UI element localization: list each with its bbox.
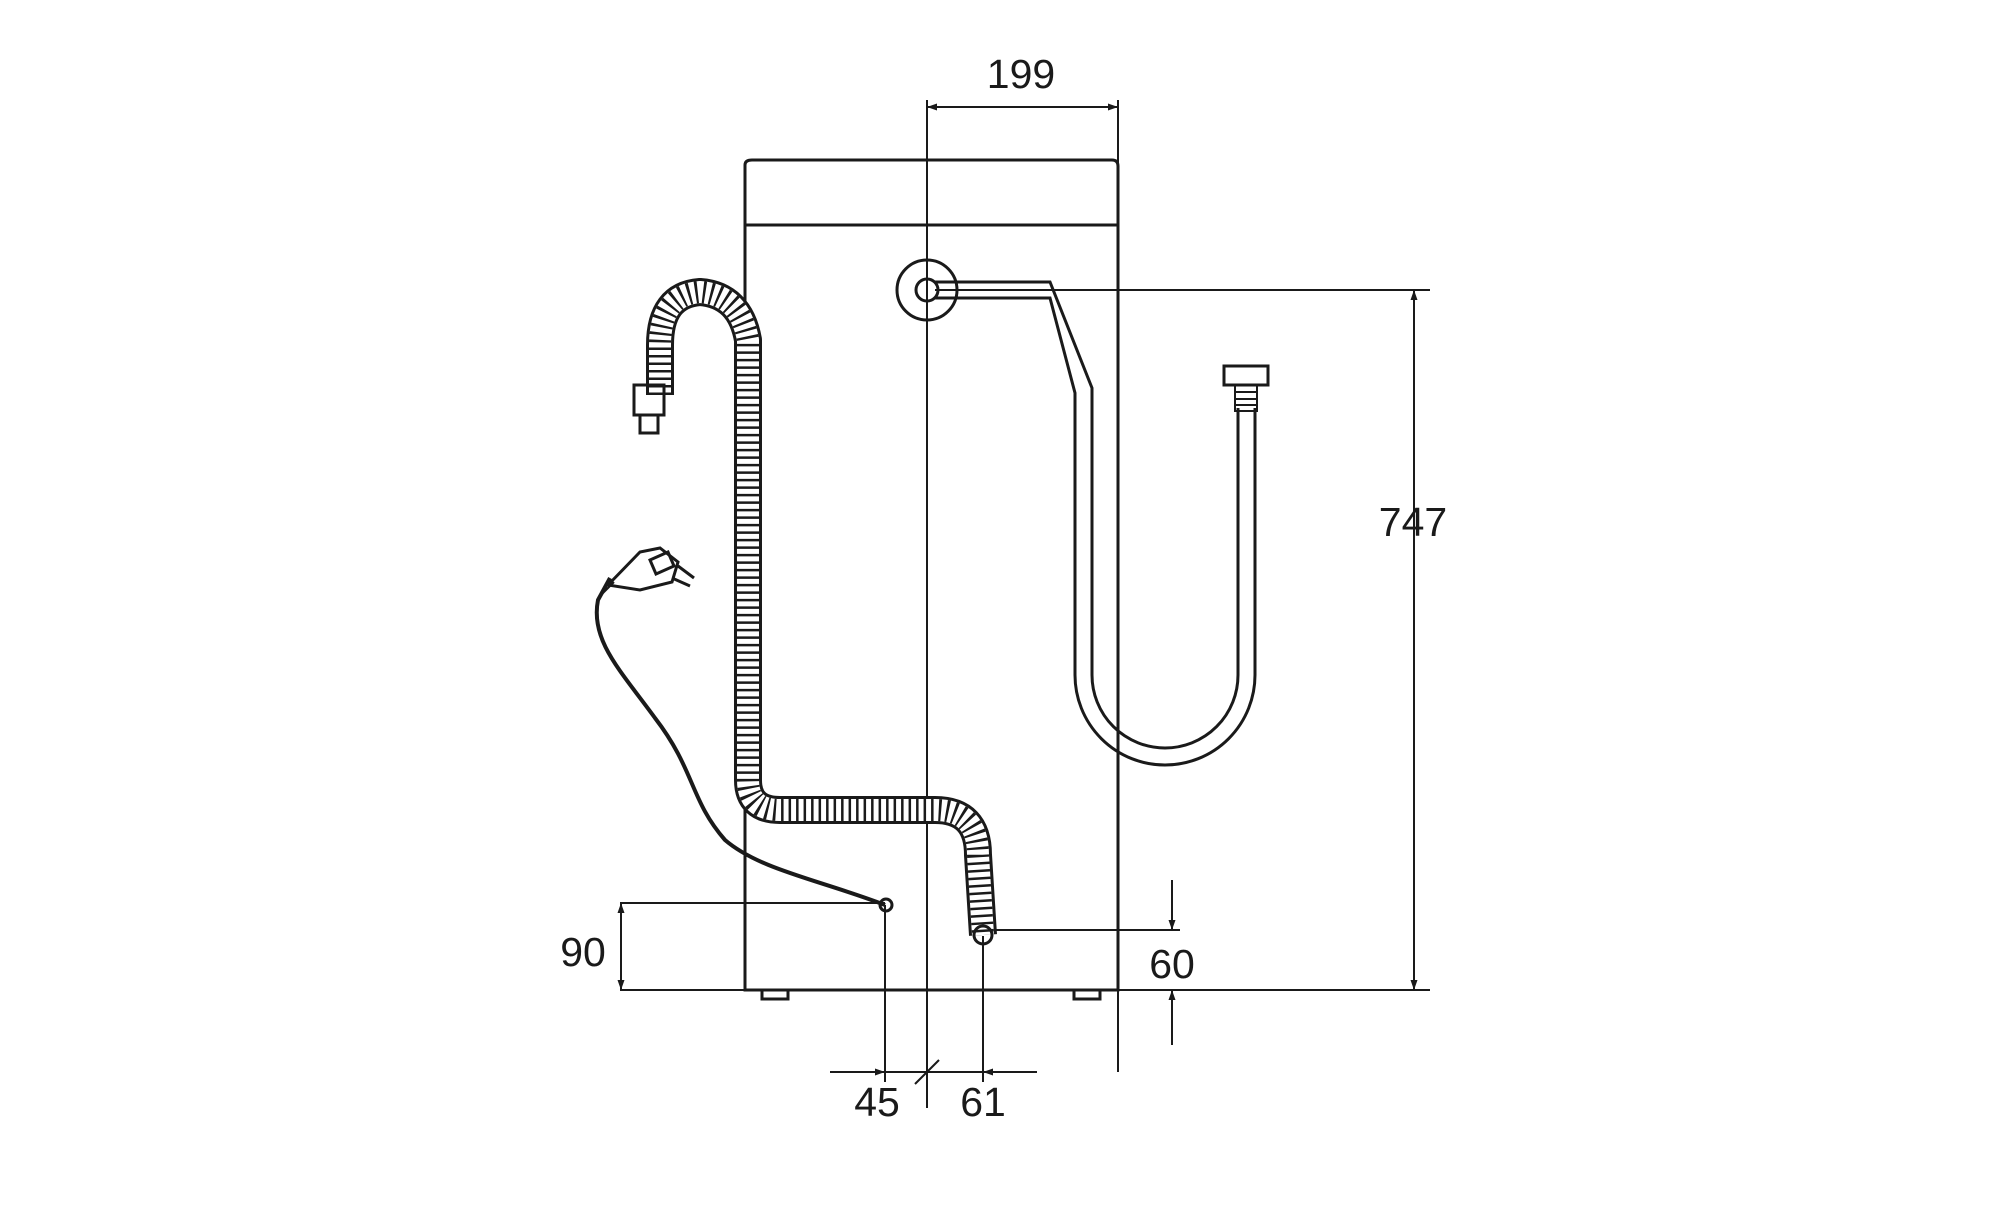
drain-hose	[632, 278, 997, 946]
dimension-left-height-label: 90	[560, 929, 606, 975]
dimension-top-width-label: 199	[987, 51, 1055, 97]
inlet-connector-inner	[914, 277, 940, 303]
dimension-bottom-left-label: 45	[854, 1079, 900, 1125]
dimension-right-height-label: 60	[1149, 941, 1195, 987]
dimension-left-height: 90	[560, 903, 625, 990]
inlet-hose-nut	[1222, 364, 1270, 387]
appliance-body	[743, 158, 1120, 1001]
dimension-right-height: 60	[1149, 880, 1195, 1045]
plug-icon	[599, 546, 695, 597]
inlet-hose	[895, 258, 1270, 767]
drain-hose-nozzle	[638, 413, 660, 435]
cable-exit-point	[878, 897, 894, 913]
inlet-connector-outer	[895, 258, 959, 322]
dimension-top-width: 199	[927, 51, 1118, 111]
drain-hose-end	[972, 924, 994, 946]
right-foot	[1072, 988, 1102, 1001]
dimension-height: 747	[1379, 290, 1447, 990]
power-cable	[594, 546, 894, 913]
reference-lines	[620, 100, 1430, 1108]
dimension-height-label: 747	[1379, 499, 1447, 545]
dimension-bottom-right-label: 61	[960, 1079, 1006, 1125]
left-foot	[760, 988, 790, 1001]
dimension-bottom-offsets: 45 61	[830, 1059, 1037, 1125]
